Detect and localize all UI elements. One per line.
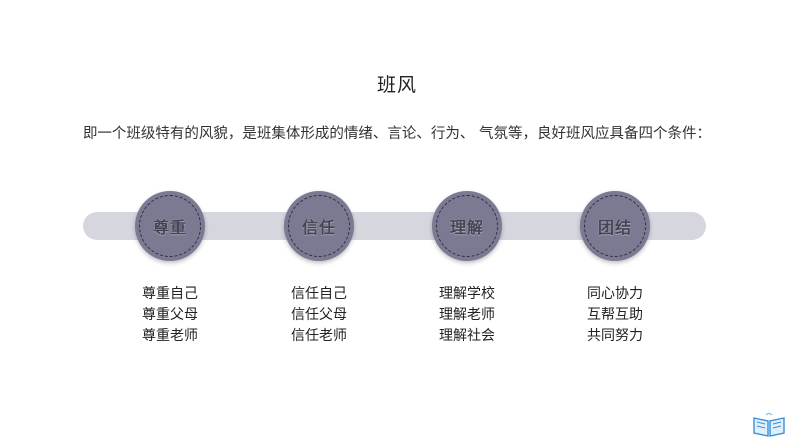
node-ring: 信任 xyxy=(288,195,350,257)
node-ring: 尊重 xyxy=(139,195,201,257)
condition-list-understanding: 理解学校 理解老师 理解社会 xyxy=(407,284,527,347)
node-ring: 理解 xyxy=(436,195,498,257)
condition-label: 尊重 xyxy=(152,218,187,237)
list-item: 尊重自己 xyxy=(142,286,198,302)
slide-description: 即一个班级特有的风貌，是班集体形成的情绪、言论、行为、 气氛等，良好班风应具备四… xyxy=(82,126,712,142)
book-icon xyxy=(753,412,785,437)
slide-title: 班风 xyxy=(376,74,417,96)
condition-list-unity: 同心协力 互帮互助 共同努力 xyxy=(555,284,675,347)
condition-node-trust: 信任 xyxy=(284,191,354,261)
list-item: 尊重老师 xyxy=(142,328,198,344)
condition-node-understanding: 理解 xyxy=(432,191,502,261)
list-item: 信任老师 xyxy=(291,328,347,344)
list-item: 理解学校 xyxy=(439,286,495,302)
condition-label: 理解 xyxy=(449,218,484,237)
condition-list-respect: 尊重自己 尊重父母 尊重老师 xyxy=(110,284,230,347)
list-item: 共同努力 xyxy=(587,328,643,344)
condition-label: 团结 xyxy=(597,218,632,237)
condition-node-respect: 尊重 xyxy=(135,191,205,261)
list-item: 互帮互助 xyxy=(587,307,643,323)
list-item: 同心协力 xyxy=(587,286,643,302)
list-item: 理解老师 xyxy=(439,307,495,323)
list-item: 信任父母 xyxy=(291,307,347,323)
condition-node-unity: 团结 xyxy=(580,191,650,261)
condition-list-trust: 信任自己 信任父母 信任老师 xyxy=(259,284,379,347)
condition-label: 信任 xyxy=(301,218,336,237)
list-item: 理解社会 xyxy=(439,328,495,344)
node-ring: 团结 xyxy=(584,195,646,257)
list-item: 尊重父母 xyxy=(142,307,198,323)
list-item: 信任自己 xyxy=(291,286,347,302)
